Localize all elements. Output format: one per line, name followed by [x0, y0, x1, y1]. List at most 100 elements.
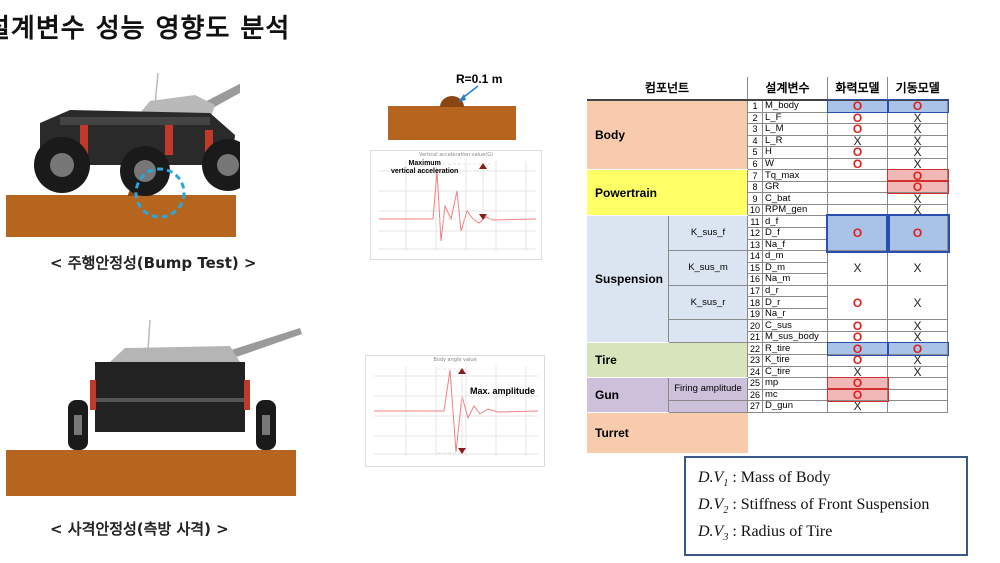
- subgroup-ksus_m: K_sus_m: [668, 250, 748, 286]
- bump-radius-label: R=0.1 m: [456, 72, 503, 86]
- variable-name: D_r: [762, 296, 828, 309]
- fire-model-cell: O: [827, 284, 888, 321]
- row-number: 21: [747, 330, 763, 344]
- row-number: 8: [747, 180, 763, 194]
- mobility-model-cell: [887, 400, 948, 413]
- mobility-model-cell: X: [887, 146, 948, 159]
- fire-model-cell: [827, 192, 888, 205]
- row-number: 3: [747, 123, 763, 136]
- fire-model-cell: [827, 180, 888, 194]
- annotation-max-line2: vertical acceleration: [391, 168, 459, 175]
- mobility-model-cell: [887, 388, 948, 402]
- variable-name: D_m: [762, 261, 828, 275]
- component-suspension: Suspension: [587, 215, 669, 344]
- row-number: 14: [747, 250, 763, 263]
- row-number: 11: [747, 215, 763, 228]
- variable-name: Tq_max: [762, 169, 828, 182]
- mobility-model-cell: X: [887, 134, 948, 148]
- row-number: 24: [747, 365, 763, 379]
- variable-name: D_gun: [762, 400, 828, 413]
- variable-name: GR: [762, 180, 828, 194]
- variable-name: L_F: [762, 111, 828, 125]
- variable-name: M_sus_body: [762, 330, 828, 344]
- legend-dv1: D.V1 : Mass of Body: [698, 469, 831, 490]
- wheel-right: [256, 400, 276, 450]
- row-number: 16: [747, 273, 763, 286]
- variable-name: Na_f: [762, 238, 828, 252]
- vehicle-side-view-illustration: [6, 72, 240, 237]
- amplitude-trace: [374, 369, 539, 453]
- legend-dv3: D.V3 : Radius of Tire: [698, 523, 833, 544]
- mobility-model-cell: O: [885, 213, 950, 253]
- page-title: 설계변수 성능 영향도 분석: [0, 14, 291, 44]
- vehicle-body: [95, 362, 245, 432]
- row-number: 19: [747, 307, 763, 321]
- acceleration-plot: Vertical acceleration value(G) Maximum v…: [370, 150, 542, 260]
- bump-diagram: R=0.1 m: [388, 72, 518, 144]
- mobility-model-cell: X: [887, 203, 948, 217]
- header-component: 컴포넌트: [587, 77, 748, 101]
- subgroup-empty: [668, 319, 748, 344]
- mobility-model-cell: X: [887, 284, 948, 321]
- row-number: 5: [747, 146, 763, 159]
- row-number: 20: [747, 319, 763, 332]
- row-number: 10: [747, 203, 763, 217]
- variable-name: Na_r: [762, 307, 828, 321]
- fire-model-cell: O: [826, 98, 889, 114]
- fire-model-cell: [827, 169, 888, 182]
- row-number: 18: [747, 296, 763, 309]
- header-variable: 설계변수: [747, 77, 828, 101]
- ground-block: [6, 450, 296, 496]
- variable-name: C_sus: [762, 319, 828, 332]
- subgroup-ksus_f: K_sus_f: [668, 215, 748, 252]
- subgroup-empty: [668, 400, 748, 413]
- variable-name: D_f: [762, 227, 828, 240]
- variable-name: L_M: [762, 123, 828, 136]
- row-number: 22: [747, 342, 763, 356]
- variable-name: R_tire: [762, 342, 828, 356]
- row-number: 6: [747, 157, 763, 171]
- mobility-model-cell: O: [886, 98, 949, 114]
- table-row: Turret: [587, 412, 948, 454]
- subgroup-ksus_r: K_sus_r: [668, 284, 748, 321]
- variable-name: Na_m: [762, 273, 828, 286]
- row-number: 23: [747, 354, 763, 367]
- caption-bump-test: < 주행안정성(Bump Test) >: [50, 254, 257, 272]
- fire-model-cell: O: [825, 213, 890, 253]
- component-powertrain: Powertrain: [587, 169, 748, 217]
- variable-name: mc: [762, 388, 828, 402]
- vehicle-rear-view-illustration: [6, 320, 302, 496]
- subgroup-firing: Firing amplitude: [668, 377, 748, 402]
- variable-name: K_tire: [762, 354, 828, 367]
- row-number: 1: [747, 99, 763, 113]
- mobility-model-cell: X: [887, 157, 948, 171]
- mobility-model-cell: X: [887, 192, 948, 205]
- component-body: Body: [587, 100, 748, 171]
- mobility-model-cell: O: [886, 180, 949, 194]
- component-tire: Tire: [587, 342, 748, 379]
- wheel-left: [68, 400, 88, 450]
- annotation-max-amplitude: Max. amplitude: [470, 386, 536, 396]
- mobility-model-cell: X: [887, 250, 948, 286]
- component-turret: Turret: [587, 412, 748, 454]
- header-mobility-model: 기동모델: [887, 77, 948, 101]
- design-variable-legend: D.V1 : Mass of Body D.V2 : Stiffness of …: [684, 456, 968, 556]
- wheel-rear: [202, 139, 240, 191]
- variable-name: H: [762, 146, 828, 159]
